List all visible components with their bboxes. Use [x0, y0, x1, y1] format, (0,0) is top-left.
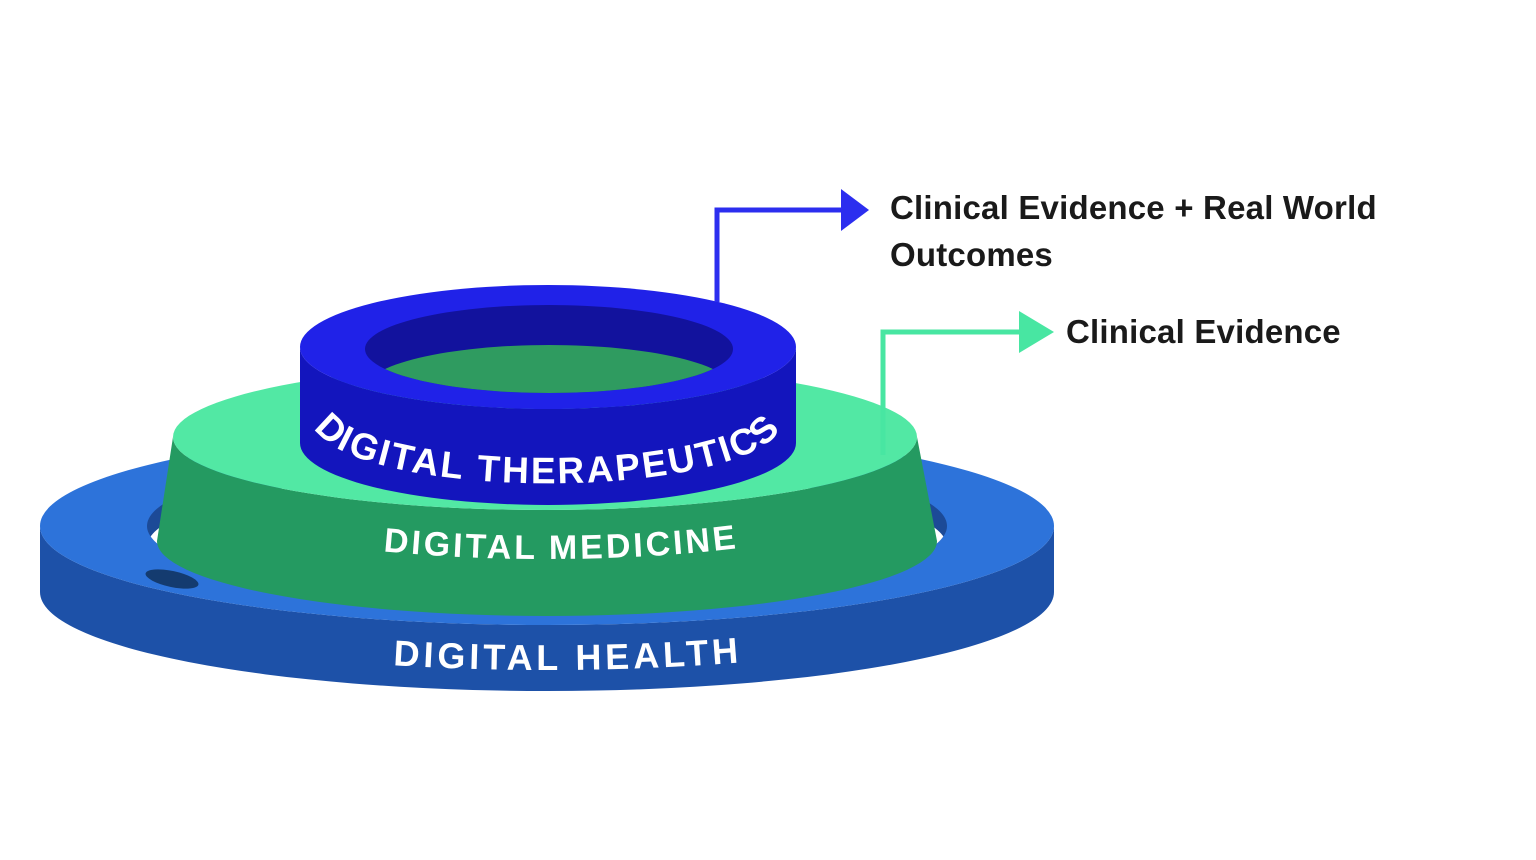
tier-digital-therapeutics [300, 285, 796, 505]
callout-rwo-line [714, 207, 841, 302]
callout-ce-arrowhead-icon [1019, 311, 1054, 353]
callout-clinical-evidence [880, 311, 1054, 455]
digital-medicine-front-face [157, 437, 937, 616]
digital-therapeutics-hole-floor [365, 345, 733, 393]
digital-health-cast-shadow [145, 569, 199, 589]
clinical-evidence-rwo-label: Clinical Evidence + Real World Outcomes [890, 184, 1377, 278]
callout-clinical-evidence-rwo [714, 189, 869, 302]
callout-rwo-arrowhead-icon [841, 189, 869, 231]
callout-ce-line [880, 329, 1019, 455]
clinical-evidence-rwo-label-line1: Clinical Evidence + Real World [890, 189, 1377, 226]
clinical-evidence-rwo-label-line2: Outcomes [890, 236, 1053, 273]
digital-health-front-face [40, 526, 1054, 691]
clinical-evidence-label: Clinical Evidence [1066, 308, 1341, 355]
digital-therapeutics-front-face [300, 347, 796, 505]
digital-health-label: DIGITAL HEALTH [392, 629, 743, 678]
clinical-evidence-label-text: Clinical Evidence [1066, 313, 1341, 350]
